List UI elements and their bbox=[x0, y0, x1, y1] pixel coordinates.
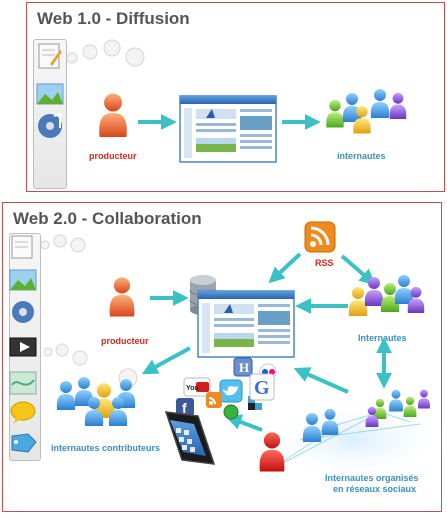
rss-small-icon bbox=[206, 392, 222, 408]
svg-text:f: f bbox=[182, 400, 187, 416]
web2-arrows bbox=[141, 252, 392, 432]
web1-producer-person bbox=[99, 93, 127, 137]
social-label-line2: en réseaux sociaux bbox=[333, 484, 417, 494]
image-icon-2 bbox=[9, 269, 37, 291]
map-icon bbox=[9, 371, 37, 395]
svg-text:G: G bbox=[254, 377, 270, 399]
green-chat-icon bbox=[223, 404, 239, 420]
facebook-icon: f bbox=[176, 398, 194, 416]
document-icon-2 bbox=[11, 235, 33, 259]
svg-text:H: H bbox=[239, 360, 249, 375]
tag-icon bbox=[11, 433, 37, 453]
rss-label: RSS bbox=[315, 258, 334, 268]
google-icon: G bbox=[249, 373, 275, 401]
web1-producer-label: producteur bbox=[89, 151, 137, 161]
web1-webpage bbox=[179, 95, 277, 163]
svg-text:You: You bbox=[186, 385, 199, 392]
web2-users-group bbox=[348, 275, 425, 316]
rss-icon bbox=[304, 221, 336, 253]
web1-users-group bbox=[326, 89, 407, 134]
music-icon bbox=[38, 112, 62, 138]
thought-bubbles bbox=[66, 39, 145, 67]
image-icon bbox=[36, 83, 64, 105]
contributors-group bbox=[56, 377, 136, 426]
social-logos: H G You f bbox=[176, 357, 277, 420]
music-icon-2 bbox=[12, 301, 34, 323]
web1-users-label: internautes bbox=[337, 151, 386, 161]
contributors-label: internautes contributeurs bbox=[51, 443, 161, 453]
document-icon bbox=[38, 43, 62, 69]
web2-title: Web 2.0 - Collaboration bbox=[13, 209, 202, 228]
youtube-icon: You bbox=[183, 377, 211, 397]
social-network-group bbox=[259, 389, 446, 480]
web2-webpage bbox=[197, 290, 295, 358]
video-icon bbox=[9, 337, 37, 357]
hyves-icon: H bbox=[233, 357, 253, 377]
chat-bubble-icon bbox=[10, 401, 36, 424]
twitter-icon bbox=[219, 379, 243, 403]
web2-producer-label: producteur bbox=[101, 336, 149, 346]
web2-producer-person bbox=[109, 277, 135, 317]
smartphone-icon bbox=[164, 411, 216, 465]
web1-title: Web 1.0 - Diffusion bbox=[37, 9, 190, 28]
